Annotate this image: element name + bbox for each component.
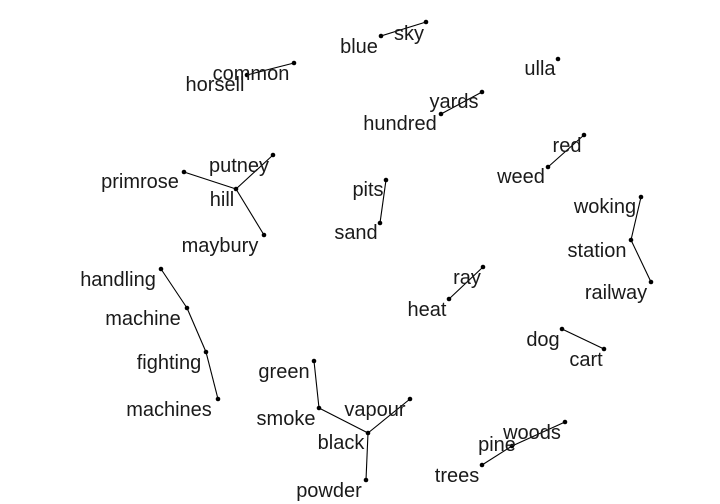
node-label-pine: pine	[478, 434, 516, 456]
node-dot-heat	[446, 296, 452, 302]
edge-weed-red	[547, 134, 585, 168]
node-label-sky: sky	[394, 23, 424, 45]
node-dot-sand	[377, 220, 383, 226]
node-label-green: green	[258, 361, 309, 383]
node-dot-trees	[479, 462, 485, 468]
edge-hundred-yards	[440, 91, 483, 115]
node-dot-maybury	[261, 232, 267, 238]
node-label-sand: sand	[334, 222, 377, 244]
node-label-vapour: vapour	[344, 399, 405, 421]
edge-maybury-hill	[235, 188, 265, 236]
node-label-black: black	[318, 432, 366, 454]
node-label-dog: dog	[526, 329, 559, 351]
node-label-machine: machine	[105, 308, 181, 330]
edge-handling-machine	[160, 268, 188, 309]
node-label-ray: ray	[453, 267, 481, 289]
node-label-pits: pits	[352, 179, 383, 201]
node-label-red: red	[553, 135, 582, 157]
node-dot-machine	[184, 305, 190, 311]
node-dot-woods	[562, 419, 568, 425]
node-dot-machines	[215, 396, 221, 402]
node-label-handling: handling	[80, 269, 156, 291]
edge-blue-sky	[380, 21, 427, 37]
node-dot-ulla	[555, 56, 561, 62]
edge-pine-woods	[511, 421, 566, 447]
node-label-ulla: ulla	[524, 58, 556, 80]
node-dot-yards	[479, 89, 485, 95]
node-dot-woking	[638, 194, 644, 200]
node-label-weed: weed	[496, 166, 545, 188]
node-dot-blue	[378, 33, 384, 39]
node-label-machines: machines	[126, 399, 212, 421]
node-label-woods: woods	[502, 422, 561, 444]
node-label-station: station	[568, 240, 627, 262]
node-label-layer: skybluecommonhorsellullayardshundredredw…	[80, 23, 647, 502]
node-dot-green	[311, 358, 317, 364]
node-dot-fighting	[203, 349, 209, 355]
node-dot-handling	[158, 266, 164, 272]
node-label-hundred: hundred	[363, 113, 436, 135]
node-dot-station	[628, 237, 634, 243]
edge-heat-ray	[448, 266, 484, 300]
edge-putney-hill	[235, 154, 274, 190]
node-dot-primrose	[181, 169, 187, 175]
node-dot-cart	[601, 346, 607, 352]
node-dot-sky	[423, 19, 429, 25]
node-dot-black	[365, 430, 371, 436]
node-label-powder: powder	[296, 480, 362, 502]
edge-dog-cart	[561, 328, 605, 350]
edge-horsell-common	[246, 62, 295, 76]
edge-sand-pits	[379, 179, 387, 224]
node-dot-pine	[509, 443, 515, 449]
node-label-primrose: primrose	[101, 171, 179, 193]
node-dot-layer	[158, 19, 654, 483]
node-dot-dog	[559, 326, 565, 332]
node-label-common: common	[213, 63, 290, 85]
edge-woking-station	[630, 196, 642, 241]
node-label-railway: railway	[585, 282, 647, 304]
node-label-horsell: horsell	[186, 74, 245, 96]
edge-railway-station	[630, 239, 652, 283]
edge-primrose-hill	[183, 171, 237, 190]
edge-layer	[160, 21, 652, 481]
node-label-blue: blue	[340, 36, 378, 58]
edge-powder-black	[365, 432, 369, 481]
node-dot-putney	[270, 152, 276, 158]
node-dot-pits	[383, 177, 389, 183]
edge-green-smoke	[313, 360, 320, 409]
node-label-cart: cart	[569, 349, 603, 371]
node-label-smoke: smoke	[257, 408, 316, 430]
node-dot-common	[291, 60, 297, 66]
node-dot-smoke	[316, 405, 322, 411]
node-dot-vapour	[407, 396, 413, 402]
node-dot-red	[581, 132, 587, 138]
node-label-maybury: maybury	[182, 235, 259, 257]
edge-machine-fighting	[186, 307, 207, 353]
node-dot-horsell	[244, 72, 250, 78]
node-dot-hill	[233, 186, 239, 192]
node-label-trees: trees	[435, 465, 479, 487]
node-label-woking: woking	[573, 196, 636, 218]
node-label-putney: putney	[209, 155, 269, 177]
node-dot-hundred	[438, 111, 444, 117]
node-label-yards: yards	[430, 91, 479, 113]
edge-vapour-black	[367, 398, 411, 434]
node-label-hill: hill	[210, 189, 234, 211]
edge-fighting-machines	[205, 351, 219, 400]
node-dot-railway	[648, 279, 654, 285]
node-label-heat: heat	[408, 299, 447, 321]
node-dot-powder	[363, 477, 369, 483]
edge-trees-pine	[481, 445, 513, 466]
node-dot-ray	[480, 264, 486, 270]
node-label-fighting: fighting	[137, 352, 202, 374]
edge-smoke-black	[318, 407, 369, 434]
node-dot-weed	[545, 164, 551, 170]
